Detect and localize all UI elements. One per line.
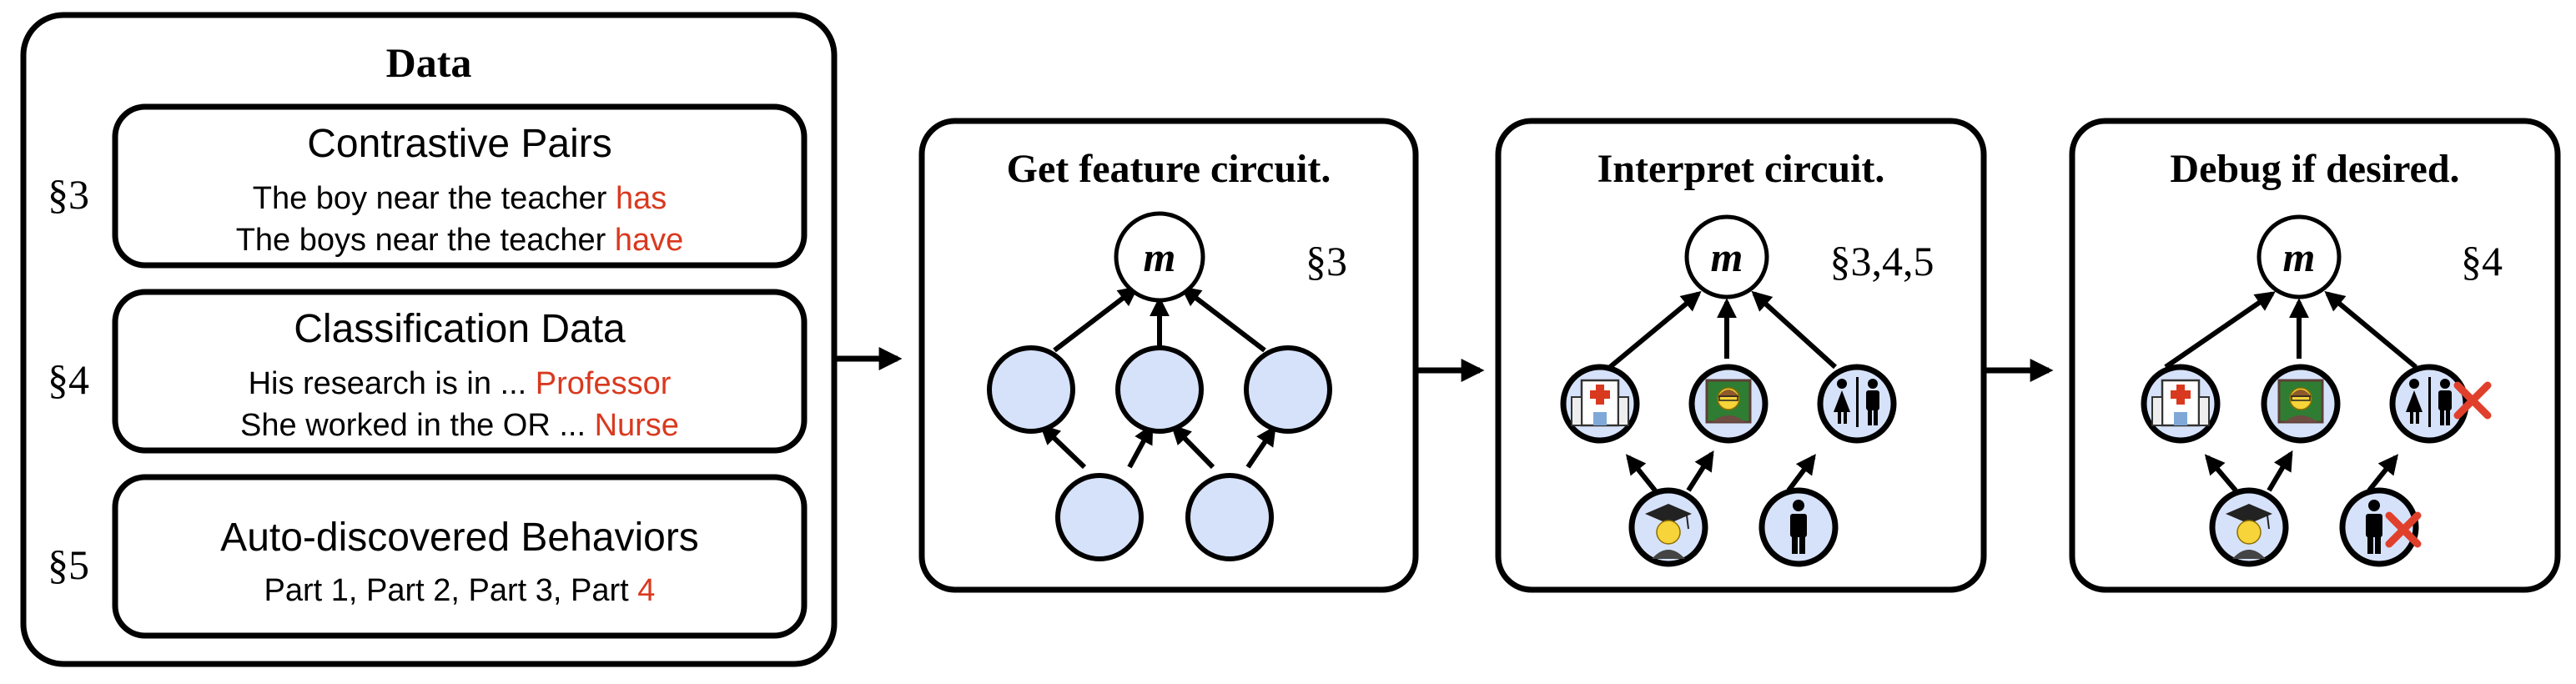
feature-node-person xyxy=(2339,487,2422,567)
feature-node-graduate xyxy=(2209,487,2289,567)
section-heading: Contrastive Pairs xyxy=(307,122,611,166)
example-line: His research is in ... Professor xyxy=(249,366,672,401)
section-heading: Auto-discovered Behaviors xyxy=(220,516,699,560)
step-ref: §4 xyxy=(2461,238,2503,284)
output-node xyxy=(1684,214,1769,299)
example-target: 4 xyxy=(637,573,655,608)
feature-node-restroom xyxy=(1817,364,1897,444)
example-line: The boys near the teacher have xyxy=(236,223,684,258)
hospital-icon xyxy=(1571,379,1629,427)
feature-node xyxy=(1115,345,1204,434)
feature-node xyxy=(1055,473,1144,561)
graduate-icon xyxy=(2226,504,2272,559)
section-ref: §4 xyxy=(48,356,89,403)
circuit-edges xyxy=(1039,286,1276,470)
example-line: The boy near the teacher has xyxy=(253,181,667,216)
output-node xyxy=(1114,211,1205,303)
example-text: The boy near the teacher xyxy=(253,181,616,216)
hospital-icon xyxy=(2151,379,2210,427)
output-node-label: m xyxy=(2283,234,2316,280)
circuit-edges xyxy=(1608,290,1838,492)
example-target: Nurse xyxy=(595,408,679,443)
example-target: has xyxy=(616,181,667,216)
data-section-contrastive-pairs: §3 Contrastive Pairs The boy near the te… xyxy=(48,103,808,269)
red-x-icon xyxy=(2385,511,2422,548)
feature-node-teacher xyxy=(2261,364,2341,444)
section-ref: §3 xyxy=(48,171,89,218)
example-text: She worked in the OR ... xyxy=(240,408,595,443)
feature-node xyxy=(987,345,1075,434)
data-panel: Data §3 Contrastive Pairs The boy near t… xyxy=(20,12,838,667)
example-text: The boys near the teacher xyxy=(236,223,615,258)
step-panel-debug: Debug if desired. §4 m xyxy=(2069,118,2561,593)
output-node-label: m xyxy=(1711,234,1743,280)
circuit-edges xyxy=(2164,290,2418,492)
red-x-icon xyxy=(2453,381,2492,420)
feature-node-hospital xyxy=(2141,364,2221,444)
output-node xyxy=(2257,214,2342,299)
feature-node xyxy=(1244,345,1332,434)
example-target: Professor xyxy=(536,366,672,401)
example-line: Part 1, Part 2, Part 3, Part 4 xyxy=(264,573,656,608)
data-section-classification-data: §4 Classification Data His research is i… xyxy=(48,289,808,454)
person-icon xyxy=(2366,500,2382,554)
section-heading: Classification Data xyxy=(294,307,626,351)
example-text: His research is in ... xyxy=(249,366,536,401)
feature-node xyxy=(1185,473,1274,561)
teacher-icon xyxy=(2277,379,2324,424)
step-title: Interpret circuit. xyxy=(1597,147,1885,191)
feature-node-person xyxy=(1758,487,1839,567)
example-target: have xyxy=(615,223,683,258)
step-ref: §3,4,5 xyxy=(1830,238,1935,284)
output-node-label: m xyxy=(1144,234,1176,280)
feature-node-restroom xyxy=(2389,364,2492,444)
restroom-icon xyxy=(2406,377,2452,427)
graduate-icon xyxy=(1645,504,1692,559)
feature-node-teacher xyxy=(1688,364,1768,444)
example-line: She worked in the OR ... Nurse xyxy=(240,408,679,443)
step-panel-interpret-circuit: Interpret circuit. §3,4,5 m xyxy=(1495,118,1987,593)
data-panel-title: Data xyxy=(386,39,472,86)
feature-node-hospital xyxy=(1560,364,1640,444)
teacher-icon xyxy=(1705,379,1752,424)
step-title: Get feature circuit. xyxy=(1007,147,1331,191)
feature-node-graduate xyxy=(1628,487,1708,567)
restroom-icon xyxy=(1834,377,1879,427)
section-ref: §5 xyxy=(48,541,89,588)
step-panel-get-feature-circuit: Get feature circuit. §3 m xyxy=(918,118,1419,593)
person-icon xyxy=(1790,500,1807,554)
step-title: Debug if desired. xyxy=(2170,147,2459,191)
example-text: Part 1, Part 2, Part 3, Part xyxy=(264,573,638,608)
step-ref: §3 xyxy=(1306,238,1347,284)
data-section-auto-discovered: §5 Auto-discovered Behaviors Part 1, Par… xyxy=(48,474,808,639)
